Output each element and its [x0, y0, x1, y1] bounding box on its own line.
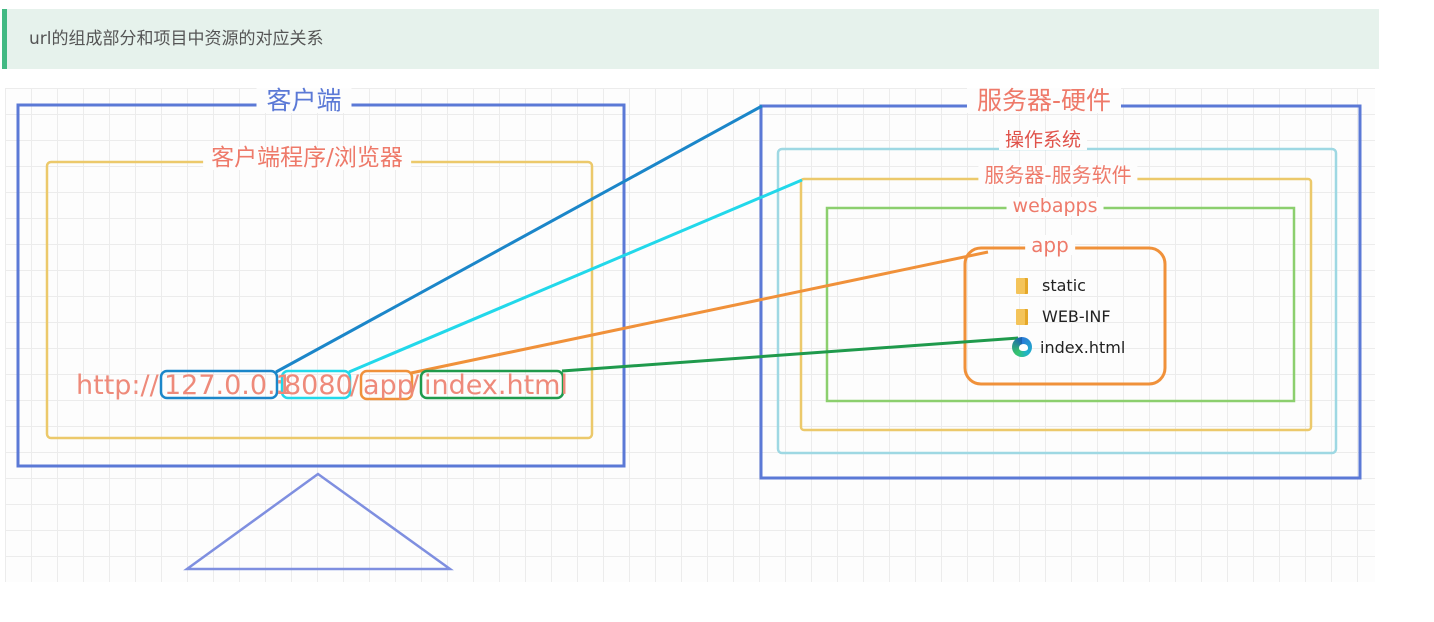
url-host: 127.0.0.1	[164, 370, 293, 401]
url-scheme: http://	[76, 370, 159, 401]
port-to-software-line	[348, 178, 803, 374]
program-title: 客户端程序/浏览器	[203, 147, 411, 170]
webapps-title: webapps	[1006, 197, 1104, 216]
port-highlight	[280, 369, 352, 400]
diagram-grid-background	[5, 88, 1375, 582]
url-port: 8080	[284, 370, 353, 401]
file-name: static	[1042, 276, 1086, 295]
section-header: url的组成部分和项目中资源的对应关系	[2, 9, 1379, 69]
url-app: app	[363, 370, 414, 401]
os-title: 操作系统	[998, 131, 1088, 150]
folder-icon	[1016, 277, 1028, 294]
url-slash: /	[410, 370, 420, 401]
app-to-app-line	[410, 250, 989, 375]
resource-to-index-line	[561, 336, 1019, 373]
app-highlight	[359, 369, 414, 401]
host-to-server-line	[275, 104, 763, 374]
client-title: 客户端	[256, 88, 352, 113]
app-title: app	[1025, 235, 1075, 255]
url-slash: /	[350, 370, 360, 401]
url-colon: :	[275, 370, 285, 401]
host-highlight	[159, 369, 279, 400]
software-title: 服务器-服务软件	[978, 165, 1138, 185]
folder-icon	[1016, 308, 1028, 325]
file-name: WEB-INF	[1042, 307, 1111, 326]
file-row-index-html[interactable]: index.html	[1012, 337, 1125, 357]
edge-browser-icon	[1012, 337, 1032, 357]
monitor-stand	[183, 472, 454, 571]
url-resource: index.html	[424, 370, 568, 401]
server-title: 服务器-硬件	[966, 88, 1122, 113]
resource-highlight	[419, 369, 565, 400]
section-title: url的组成部分和项目中资源的对应关系	[29, 29, 324, 49]
file-row-web-inf[interactable]: WEB-INF	[1016, 307, 1111, 326]
file-name: index.html	[1040, 337, 1126, 357]
file-row-static[interactable]: static	[1016, 276, 1086, 295]
